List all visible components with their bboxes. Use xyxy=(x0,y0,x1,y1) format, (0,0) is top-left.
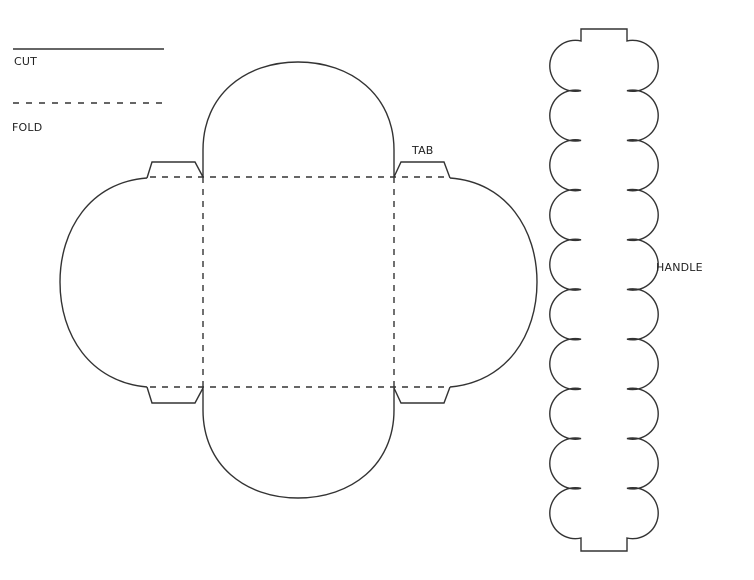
left-flap xyxy=(59,177,148,388)
fold-legend-label: FOLD xyxy=(12,121,43,134)
tab-bottom-left xyxy=(146,386,204,404)
handle-label: HANDLE xyxy=(656,261,703,274)
tab-top-right xyxy=(393,161,451,179)
tab-label: TAB xyxy=(412,144,434,157)
tab-top-left xyxy=(146,161,204,179)
handle-strip xyxy=(549,28,659,552)
tab-bottom-right xyxy=(393,386,451,404)
top-flap xyxy=(202,61,395,177)
fold-lines xyxy=(150,176,447,388)
right-flap xyxy=(449,177,538,388)
cut-legend-label: CUT xyxy=(14,55,38,68)
bottom-flap xyxy=(202,387,395,499)
